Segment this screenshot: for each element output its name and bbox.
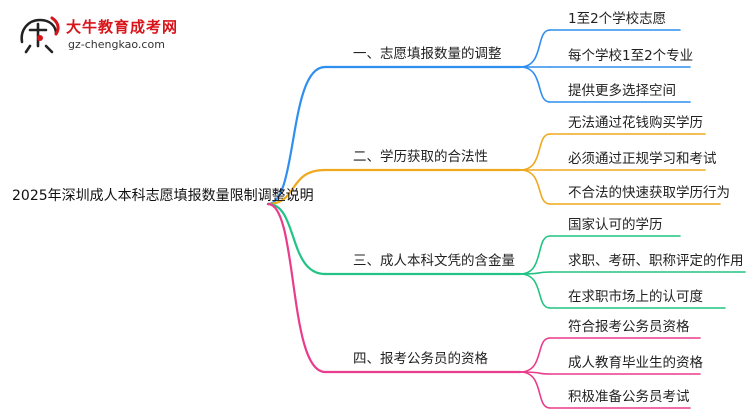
site-logo[interactable]: 大牛教育成考网 gz-chengkao.com (16, 12, 186, 56)
child-edge-4-1 (519, 337, 551, 373)
leaf-node-3-2: 求职、考研、职称评定的作用 (568, 253, 744, 269)
branch-node-3: 三、成人本科文凭的含金量 (353, 253, 515, 269)
branch-node-4: 四、报考公务员的资格 (353, 351, 488, 367)
root-node: 2025年深圳成人本科志愿填报数量限制调整说明 (12, 188, 314, 204)
leaf-node-2-3: 不合法的快速获取学历行为 (568, 185, 730, 201)
child-edge-3-3 (519, 273, 551, 309)
child-edge-4-3 (519, 371, 551, 409)
leaf-node-1-1: 1至2个学校志愿 (568, 11, 667, 27)
site-title: 大牛教育成考网 (66, 18, 179, 36)
branch-edge-2 (266, 168, 327, 206)
branch-node-1: 一、志愿填报数量的调整 (353, 46, 502, 62)
mindmap-underlines (323, 29, 746, 409)
child-edge-1-3 (519, 66, 551, 103)
leaf-node-2-1: 无法通过花钱购买学历 (568, 115, 703, 131)
leaf-node-4-3: 积极准备公务员考试 (568, 389, 690, 405)
child-edge-2-3 (519, 169, 551, 205)
leaf-node-1-3: 提供更多选择空间 (568, 83, 676, 99)
leaf-node-3-1: 国家认可的学历 (568, 217, 663, 233)
leaf-node-4-1: 符合报考公务员资格 (568, 319, 690, 335)
child-edge-3-1 (519, 235, 551, 275)
leaf-node-2-2: 必须通过正规学习和考试 (568, 151, 717, 167)
site-url: gz-chengkao.com (68, 38, 165, 51)
bull-logo-icon (20, 16, 60, 54)
leaf-node-1-2: 每个学校1至2个专业 (568, 48, 694, 64)
mindmap-edges (266, 29, 551, 409)
branch-node-2: 二、学历获取的合法性 (353, 149, 488, 165)
branch-edge-1 (266, 65, 327, 206)
branch-edge-4 (266, 202, 327, 374)
child-edge-1-1 (519, 29, 551, 68)
leaf-node-3-3: 在求职市场上的认可度 (568, 289, 703, 305)
leaf-node-4-2: 成人教育毕业生的资格 (568, 355, 703, 371)
branch-edge-3 (266, 202, 327, 276)
child-edge-2-1 (519, 133, 551, 171)
